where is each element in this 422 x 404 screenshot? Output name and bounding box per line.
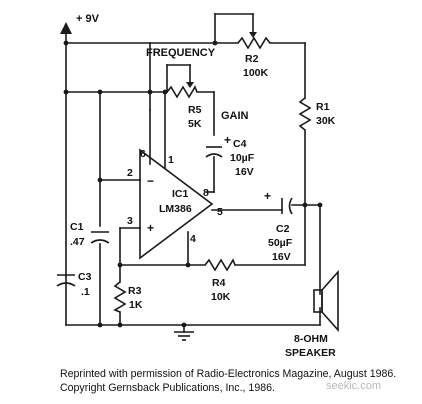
credit-line-1: Reprinted with permission of Radio-Elect…: [60, 368, 397, 380]
r2-ref-label: R2: [245, 53, 259, 65]
c4-value-label: 10µF: [230, 152, 255, 164]
wires: [65, 13, 321, 333]
pin2-label: 2: [127, 167, 133, 179]
credit-line-2: Copyright Gernsback Publications, Inc., …: [60, 381, 275, 394]
junction-dots: [63, 40, 323, 328]
r2-wiper-arrow-icon: [249, 32, 257, 38]
r1-ref-label: R1: [316, 101, 330, 113]
r4-value-label: 10K: [211, 291, 231, 303]
ic1-ref-label: IC1: [172, 188, 189, 200]
speaker-icon: [313, 269, 339, 333]
c3-value-label: .1: [81, 286, 90, 298]
pin8-label: 8: [203, 187, 209, 199]
speaker-label-line1: 8-OHM: [294, 333, 328, 345]
r4-ref-label: R4: [212, 277, 226, 289]
r5-value-label: 5K: [188, 118, 202, 130]
pin1-label: 1: [168, 154, 174, 166]
watermark: seekic.com: [326, 380, 382, 392]
ic1-part-label: LM386: [159, 203, 192, 215]
c4-plate-bottom: [205, 153, 223, 158]
c1-ref-label: C1: [70, 221, 84, 233]
r3-value-label: 1K: [129, 299, 143, 311]
c4-voltage-label: 16V: [235, 166, 254, 178]
r5-ref-label: R5: [188, 104, 202, 116]
supply-arrow-icon: [60, 22, 72, 34]
r1-resistor-icon: [298, 97, 312, 131]
c4-polarity-label: +: [224, 133, 231, 147]
pin3-label: 3: [127, 215, 133, 227]
r3-resistor-icon: [113, 281, 127, 313]
pin4-label: 4: [190, 233, 196, 245]
c3-plate-bottom: [56, 282, 76, 287]
r5-potentiometer-icon: [166, 85, 198, 99]
ground-icon: [174, 331, 194, 341]
r2-potentiometer-icon: [237, 36, 271, 50]
pin6-label: 6: [140, 148, 146, 160]
r5-wiper-arrow-icon: [186, 82, 194, 88]
c1-value-label: .47: [70, 236, 85, 248]
speaker-label-line2: SPEAKER: [285, 347, 336, 359]
c3-ref-label: C3: [78, 271, 92, 283]
pin5-label: 5: [217, 206, 223, 218]
c4-ref-label: C4: [233, 138, 247, 150]
gain-label: GAIN: [221, 110, 249, 122]
supply-label: + 9V: [76, 13, 100, 25]
r4-resistor-icon: [204, 258, 236, 272]
frequency-label: FREQUENCY: [146, 47, 216, 59]
ic1-amplifier-triangle: [139, 148, 214, 260]
c1-plate-bottom: [90, 239, 110, 244]
r2-value-label: 100K: [243, 67, 269, 79]
c2-polarity-label: +: [264, 189, 271, 203]
ic1-minus-sign: −: [147, 174, 154, 188]
c2-ref-label: C2: [276, 223, 290, 235]
r1-value-label: 30K: [316, 115, 336, 127]
c2-voltage-label: 16V: [272, 251, 291, 263]
c2-value-label: 50µF: [268, 237, 293, 249]
c2-plate-right: [288, 197, 293, 215]
r3-ref-label: R3: [128, 285, 142, 297]
ic1-plus-sign: +: [147, 221, 154, 235]
credit-notice: Reprinted with permission of Radio-Elect…: [60, 368, 396, 395]
